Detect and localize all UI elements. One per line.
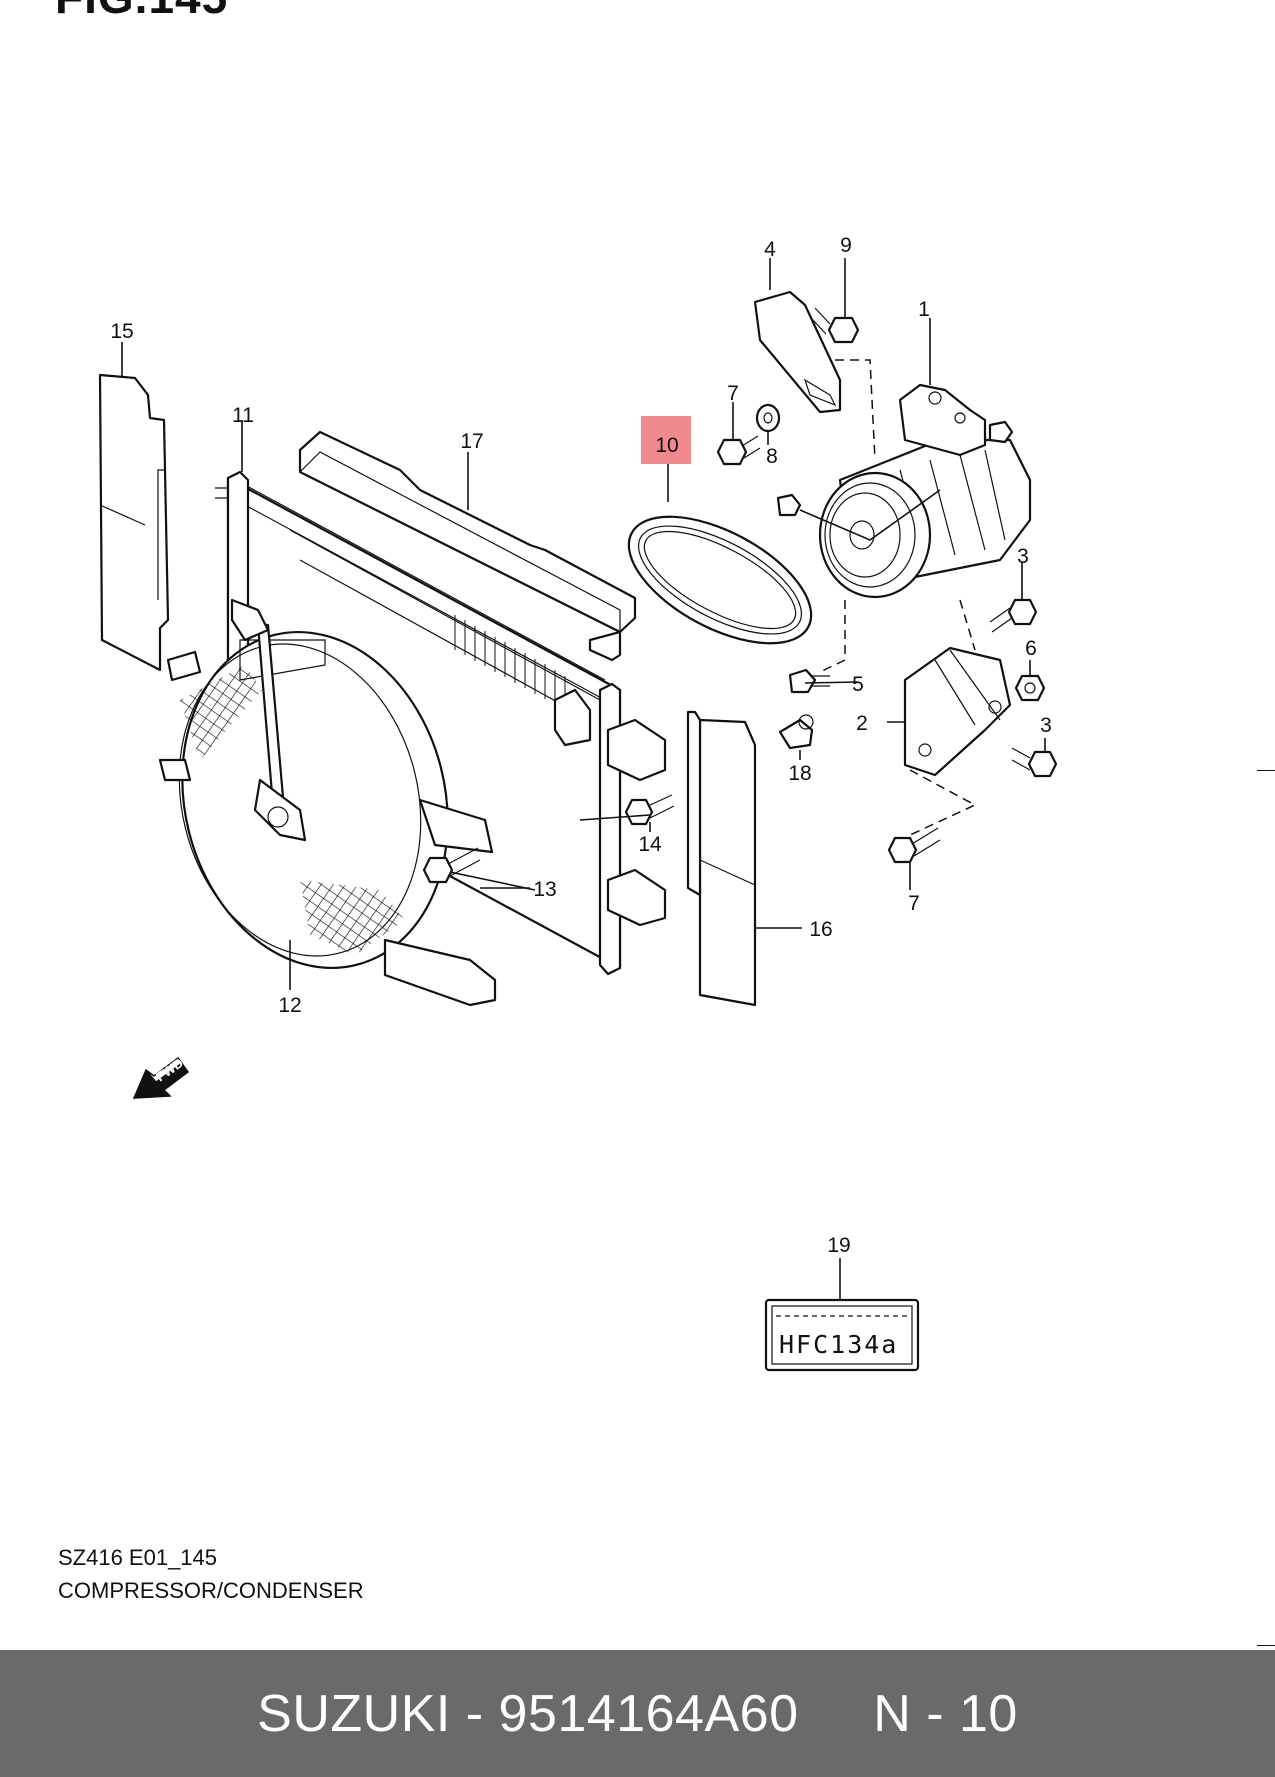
washer-8 xyxy=(755,403,781,433)
callout-1: 1 xyxy=(918,298,930,321)
diagram-title: COMPRESSOR/CONDENSER xyxy=(58,1578,364,1603)
callout-8: 8 xyxy=(766,445,778,468)
callout-13: 13 xyxy=(533,878,556,901)
callout-11: 11 xyxy=(232,404,254,427)
footer-bar: SUZUKI - 9514164A60 N - 10 xyxy=(0,1650,1275,1777)
callout-9: 9 xyxy=(840,234,852,257)
edge-mark xyxy=(1257,1645,1275,1646)
callout-18: 18 xyxy=(788,762,811,785)
callout-7-lower: 7 xyxy=(908,892,920,915)
footer-ref: N - 10 xyxy=(873,1684,1018,1743)
edge-mark xyxy=(1257,770,1275,771)
parts-diagram: HFC134a FWD 1 2 3 3 4 5 6 7 7 8 xyxy=(98,234,1058,1372)
callout-7-upper: 7 xyxy=(727,382,739,405)
ac-compressor xyxy=(776,383,1032,599)
callout-19: 19 xyxy=(827,1234,850,1257)
callout-12: 12 xyxy=(278,994,301,1017)
bolt-7-upper xyxy=(716,435,761,466)
callout-2: 2 xyxy=(856,712,868,735)
drive-belt xyxy=(627,515,813,645)
callout-highlight xyxy=(641,416,691,464)
condenser-brackets xyxy=(553,688,667,927)
bolt-3-upper xyxy=(989,598,1038,633)
callout-10: 10 xyxy=(655,434,678,457)
callout-4: 4 xyxy=(764,238,776,261)
callout-17: 17 xyxy=(460,430,483,453)
shield-panel-right xyxy=(686,710,757,1007)
diagram-code: SZ416 E01_145 xyxy=(58,1545,218,1570)
callout-14: 14 xyxy=(638,833,662,856)
compressor-bracket-lower xyxy=(903,599,1012,836)
shield-panel-left xyxy=(98,373,170,672)
callout-3-upper: 3 xyxy=(1017,545,1029,568)
bolt-5 xyxy=(788,600,846,694)
figure-label: FIG.145 xyxy=(55,0,228,24)
footer-spacer xyxy=(799,1684,874,1744)
forward-arrow-icon xyxy=(132,1056,190,1099)
leader-lines xyxy=(121,258,1046,1300)
callout-16: 16 xyxy=(809,918,832,941)
callout-15: 15 xyxy=(110,320,133,343)
refrigerant-label-plate xyxy=(764,1298,920,1372)
bolt-3-lower xyxy=(1011,747,1058,778)
bolt-9 xyxy=(810,307,860,344)
bolt-13 xyxy=(422,847,536,891)
fan-shroud xyxy=(158,598,497,1007)
label-plate-text: HFC134a xyxy=(779,1330,898,1359)
footer-brand-part: SUZUKI - 9514164A60 xyxy=(257,1684,799,1743)
clip-18 xyxy=(778,714,814,750)
nut-6 xyxy=(1014,674,1046,702)
compressor-bracket-upper xyxy=(753,290,876,461)
bolt-14 xyxy=(579,794,675,826)
upper-seal-strip xyxy=(298,430,637,662)
callout-6: 6 xyxy=(1025,637,1037,660)
callout-3-lower: 3 xyxy=(1040,714,1052,737)
callout-5: 5 xyxy=(852,673,864,696)
